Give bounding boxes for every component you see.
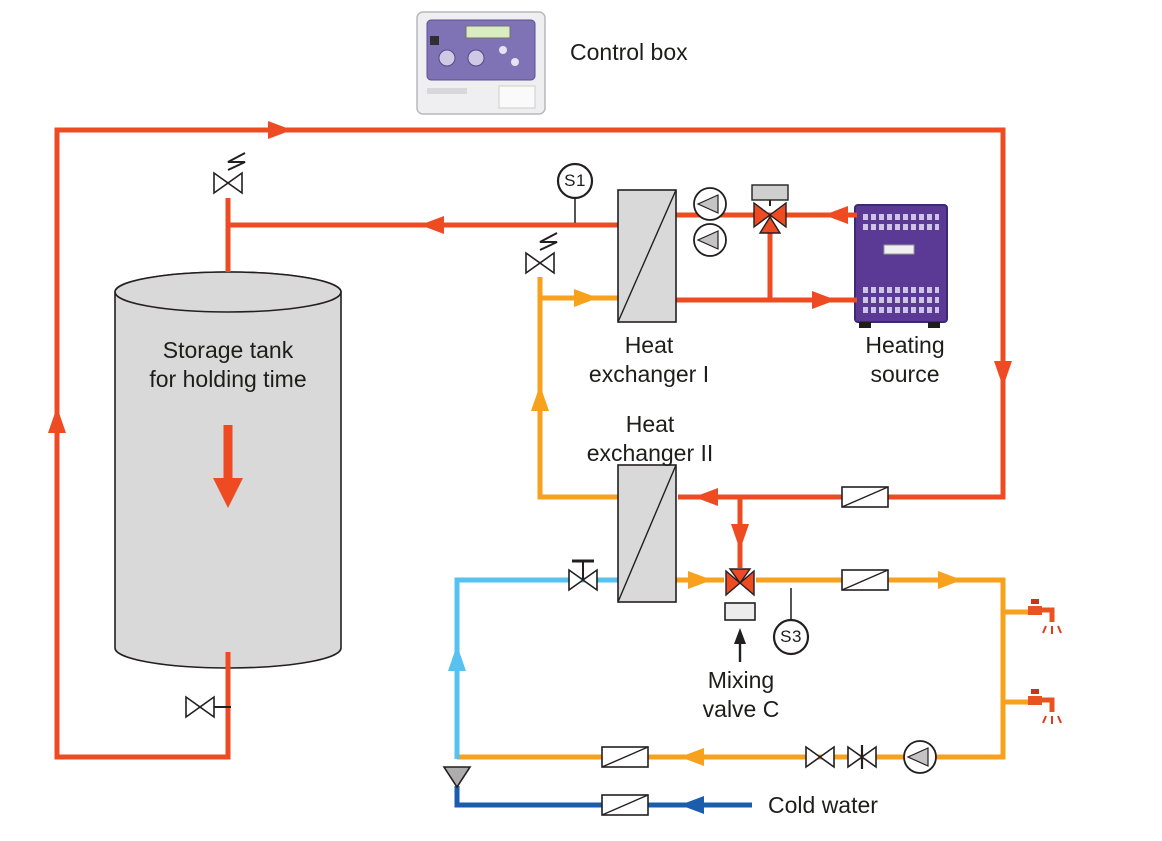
hx2-label-line1: Heat bbox=[625, 411, 675, 437]
sensor-s3-label: S3 bbox=[780, 627, 802, 647]
non-return-valve-circulation bbox=[847, 745, 877, 769]
heat-exchanger-1-label: Heat exchanger I bbox=[589, 331, 709, 390]
heat-exchanger-1-symbol bbox=[617, 189, 677, 323]
cold-water-main-pipe bbox=[454, 786, 752, 808]
shutoff-valve-hx2-cold-inlet bbox=[568, 559, 598, 592]
cold-water-label: Cold water bbox=[768, 792, 878, 818]
storage-tank-label-line2: for holding time bbox=[149, 366, 307, 393]
tap-upper-icon bbox=[1028, 599, 1062, 634]
heat-exchanger-2-symbol bbox=[617, 464, 677, 603]
pump-primary-lower bbox=[693, 223, 727, 257]
control-box-label: Control box bbox=[570, 39, 688, 65]
warm-flow-arrows bbox=[531, 289, 962, 766]
mixing-valve-label-line1: Mixing bbox=[707, 667, 775, 693]
soft-cold-flow-arrow bbox=[448, 645, 466, 671]
tap-lower-icon bbox=[1028, 689, 1062, 724]
control-box-image bbox=[416, 11, 546, 115]
drain-valve-tank-bottom bbox=[185, 695, 231, 719]
check-valve-hx2-supply bbox=[841, 486, 889, 508]
motor-valve-tank-top bbox=[213, 152, 246, 195]
mixing-valve-label: Mixing valve C bbox=[703, 666, 780, 725]
hx1-label-line1: Heat bbox=[624, 332, 674, 358]
shutoff-valve-circulation bbox=[805, 745, 835, 769]
pump-primary-upper bbox=[693, 187, 727, 221]
motor-valve-exchanger-feed bbox=[525, 232, 558, 275]
mixing-valve-c-symbol bbox=[724, 568, 756, 621]
check-valve-cold-main bbox=[601, 794, 649, 816]
heat-exchanger-2-label: Heat exchanger II bbox=[587, 410, 714, 469]
heating-source-label-line2: source bbox=[870, 361, 940, 388]
sensor-s1-symbol bbox=[556, 162, 594, 223]
tank-flow-arrow bbox=[213, 425, 243, 508]
heating-source-label: Heating source bbox=[865, 331, 944, 390]
cold-main-flow-arrow bbox=[680, 796, 704, 814]
heating-source-label-line1: Heating bbox=[865, 332, 945, 358]
sensor-s3-symbol bbox=[772, 588, 810, 656]
three-way-valve-heating-source bbox=[751, 184, 789, 234]
hx1-label-line2: exchanger I bbox=[588, 361, 710, 388]
softened-cold-pipe bbox=[454, 577, 620, 759]
check-valve-warm-outlet bbox=[841, 569, 889, 591]
check-valve-circulation bbox=[601, 746, 649, 768]
storage-tank-label-line1: Storage tank bbox=[162, 337, 294, 363]
hx2-label-line2: exchanger II bbox=[586, 440, 714, 467]
sensor-s1-label: S1 bbox=[564, 171, 586, 191]
hot-flow-arrows bbox=[48, 121, 1012, 550]
pump-circulation bbox=[903, 740, 937, 774]
storage-tank-label: Storage tank for holding time bbox=[149, 336, 306, 395]
pressure-reducer-valve bbox=[442, 766, 472, 789]
mixing-valve-pointer-arrow bbox=[734, 628, 746, 662]
mixing-valve-label-line2: valve C bbox=[702, 696, 780, 723]
heating-source bbox=[854, 204, 948, 328]
